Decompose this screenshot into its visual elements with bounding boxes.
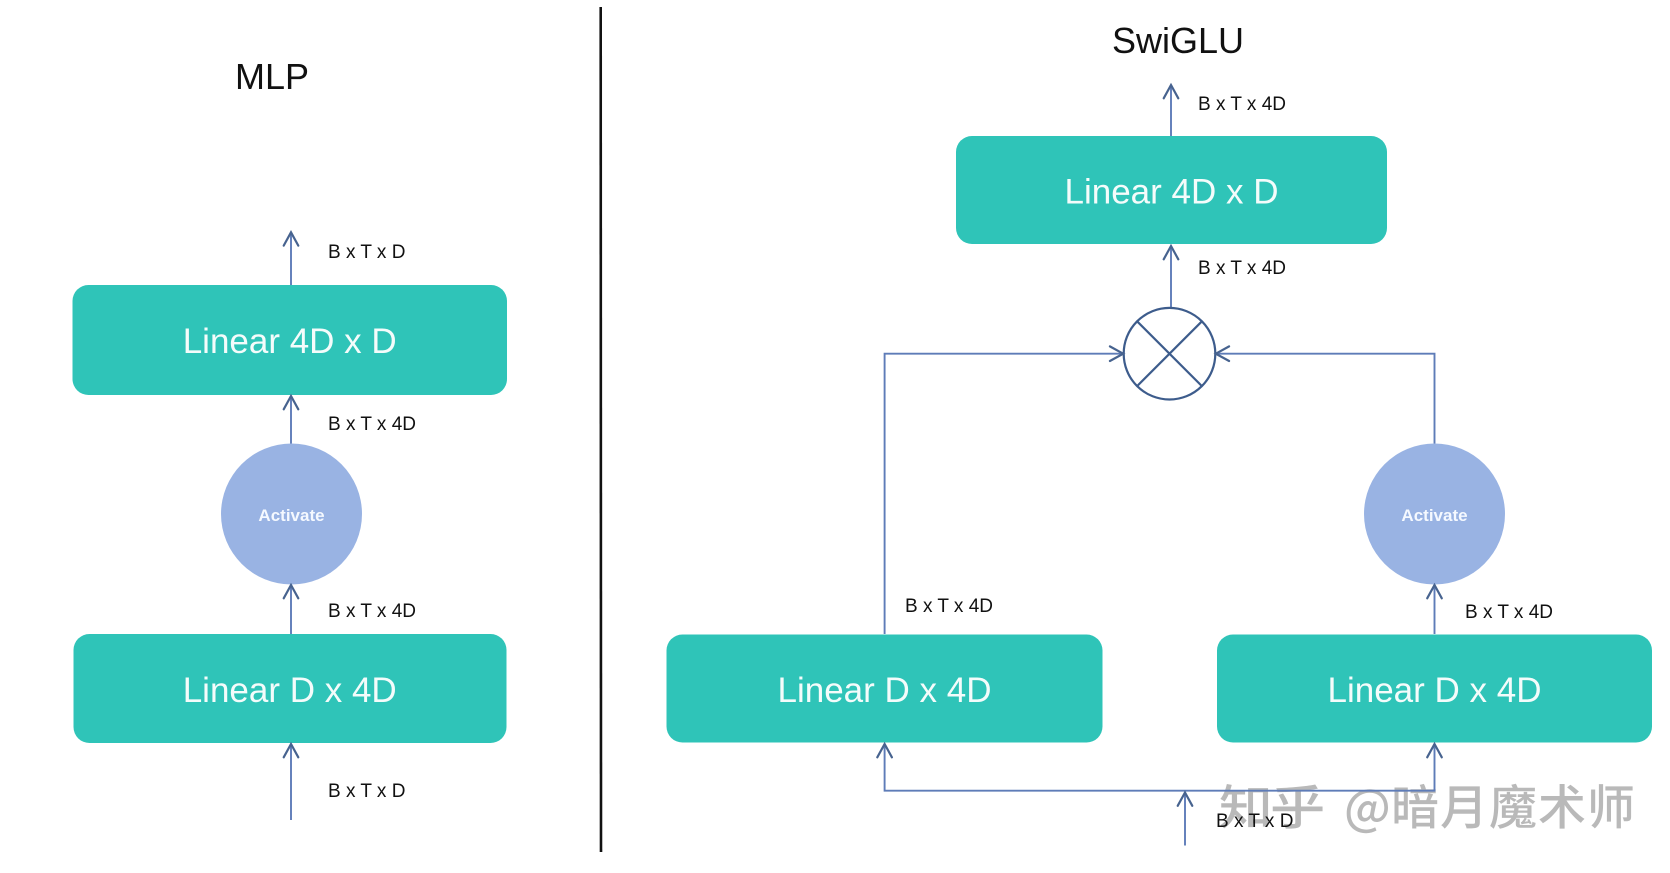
svg-text:B x T x 4D: B x T x 4D [1198, 258, 1286, 279]
svg-text:B x T x 4D: B x T x 4D [328, 601, 416, 622]
svg-text:B x T x D: B x T x D [328, 781, 405, 802]
svg-text:SwiGLU: SwiGLU [1112, 20, 1244, 61]
svg-text:B x T x 4D: B x T x 4D [1465, 602, 1553, 623]
svg-text:B x T x D: B x T x D [1216, 811, 1293, 832]
svg-text:Activate: Activate [1401, 506, 1467, 525]
svg-text:B x T x 4D: B x T x 4D [1198, 94, 1286, 115]
svg-text:Linear D x 4D: Linear D x 4D [1328, 671, 1542, 710]
svg-text:Linear D x 4D: Linear D x 4D [778, 671, 992, 710]
svg-text:MLP: MLP [235, 56, 309, 97]
svg-text:Activate: Activate [258, 506, 324, 525]
svg-text:B x T x D: B x T x D [328, 242, 405, 263]
svg-text:Linear 4D x D: Linear 4D x D [1065, 173, 1279, 212]
svg-text:Linear D x 4D: Linear D x 4D [183, 671, 397, 710]
svg-text:B x T x 4D: B x T x 4D [328, 414, 416, 435]
svg-text:B x T x 4D: B x T x 4D [905, 596, 993, 617]
svg-text:Linear 4D x D: Linear 4D x D [183, 322, 397, 361]
